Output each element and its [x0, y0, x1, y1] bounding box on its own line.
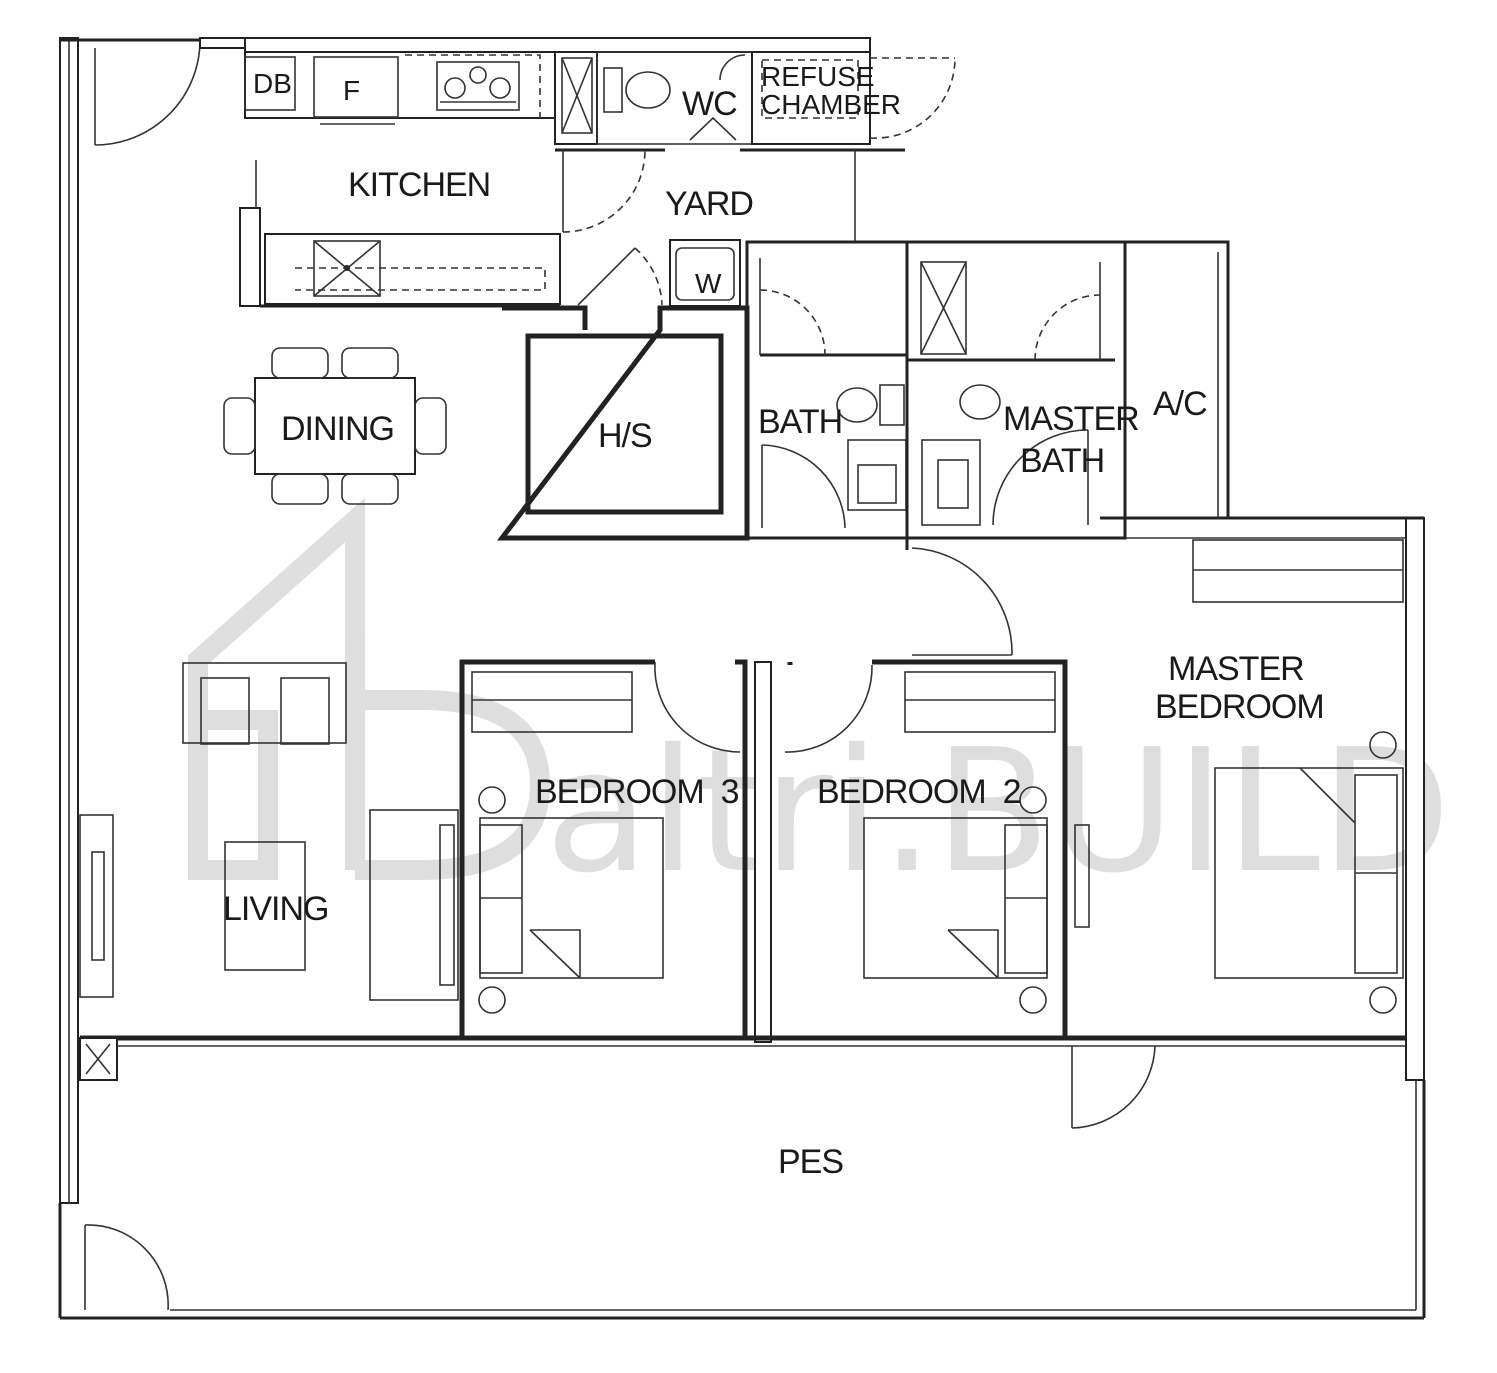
- label-master-bedroom-1: MASTER: [1168, 650, 1304, 688]
- label-master-bath-1: MASTER: [1003, 400, 1139, 438]
- master-bath-area: [905, 240, 1127, 540]
- wc-area: [554, 51, 956, 152]
- entrance-door: [94, 37, 246, 146]
- toilet-icon: [603, 67, 671, 113]
- master-basin-icon: [921, 439, 981, 526]
- bath-toilet-icon: [836, 384, 905, 426]
- stove-icon: [436, 61, 520, 111]
- kitchen-area: [239, 51, 561, 308]
- label-dining: DINING: [281, 410, 394, 448]
- washing-machine-icon: [669, 239, 741, 307]
- bath-basin-icon: [847, 439, 907, 511]
- room-labels: DB F KITCHEN WC REFUSE CHAMBER YARD W DI…: [223, 61, 1325, 1181]
- label-living: LIVING: [223, 890, 328, 928]
- label-washer: W: [695, 268, 722, 299]
- label-kitchen: KITCHEN: [348, 166, 490, 204]
- label-refuse-2: CHAMBER: [761, 89, 901, 120]
- master-shower-icon: [920, 261, 967, 355]
- label-bedroom3: BEDROOM 3: [535, 773, 739, 811]
- label-fridge: F: [343, 75, 360, 106]
- wardrobes: [471, 539, 1404, 733]
- beds: [478, 731, 1404, 1014]
- label-db: DB: [253, 68, 292, 99]
- label-ac: A/C: [1153, 385, 1207, 423]
- watermark-text: altri.BUILD: [545, 713, 1451, 911]
- label-pes: PES: [778, 1143, 843, 1181]
- label-hs: H/S: [598, 417, 652, 455]
- label-refuse-1: REFUSE: [761, 61, 875, 92]
- label-wc: WC: [682, 85, 737, 123]
- dining-table: [223, 347, 447, 505]
- yard-doors: [562, 149, 856, 306]
- watermark-logo: [188, 497, 551, 880]
- shower-icon: [561, 57, 593, 134]
- bath-area: [745, 240, 909, 550]
- ac-ledge: [1123, 240, 1230, 520]
- living-furniture: [79, 662, 459, 1001]
- label-master-bath-2: BATH: [1020, 442, 1104, 480]
- master-toilet-icon: [959, 384, 1001, 420]
- label-bath: BATH: [758, 403, 842, 441]
- label-bedroom2: BEDROOM 2: [817, 773, 1021, 811]
- label-master-bedroom-2: BEDROOM: [1155, 688, 1324, 726]
- bedroom-walls: [79, 547, 1406, 1311]
- label-yard: YARD: [665, 185, 753, 223]
